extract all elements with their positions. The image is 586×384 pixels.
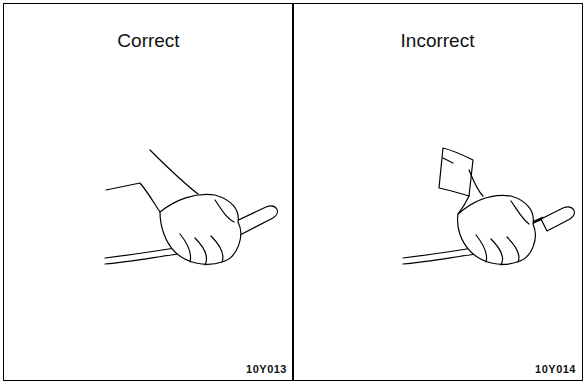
panel-box: Correct 10Y013 xyxy=(3,3,294,381)
figure-code: 10Y014 xyxy=(535,363,576,375)
panel-box: Incorrect 10Y014 xyxy=(292,3,583,381)
incorrect-grip xyxy=(403,148,574,265)
figure-code: 10Y013 xyxy=(246,363,287,375)
panel-heading: Correct xyxy=(4,30,293,52)
panel-heading: Incorrect xyxy=(293,30,582,52)
correct-grip xyxy=(105,150,277,265)
